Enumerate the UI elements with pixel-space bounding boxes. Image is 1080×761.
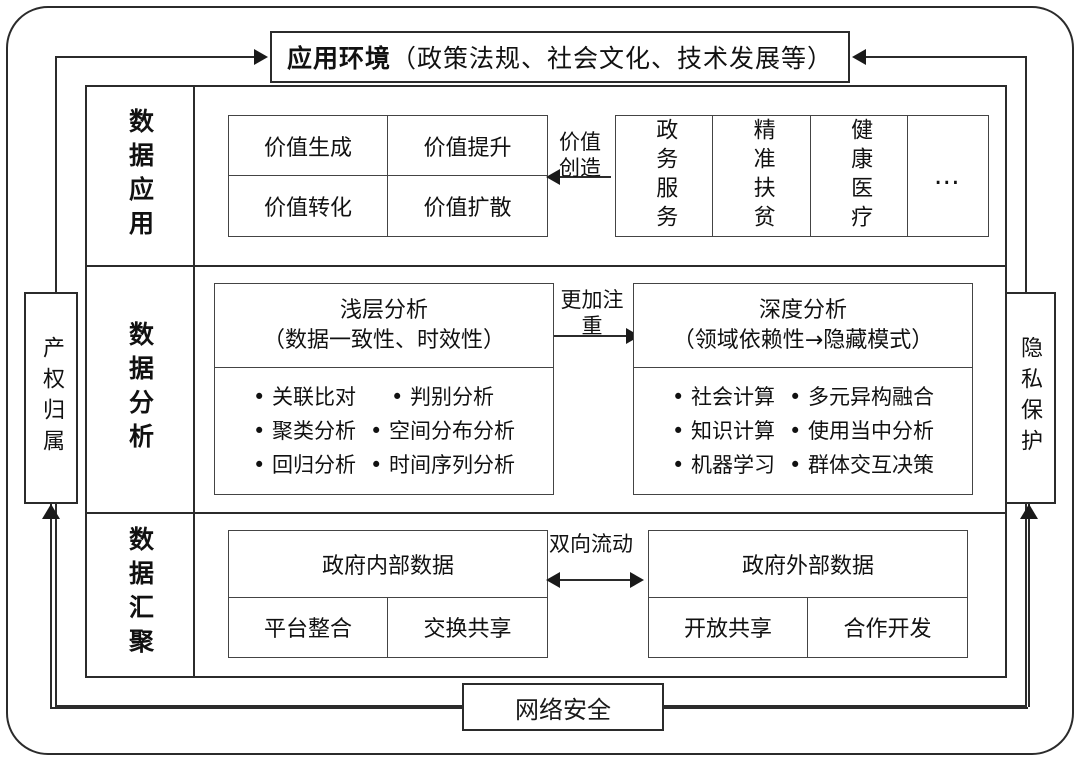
property-rights-bottom-line (50, 504, 52, 707)
deep-analysis-title: 深度分析 (758, 297, 847, 323)
external-subcell-cooperative-development: 合作开发 (843, 617, 932, 643)
shallow-analysis-items: • 关联比对 • 聚类分析 • 回归分析 • 判别分析 • 空间分布分析 • 时… (215, 368, 553, 494)
list-item: • 回归分析 (252, 453, 356, 477)
bottom-left-line (50, 707, 470, 709)
external-subcell-open-sharing: 开放共享 (649, 597, 808, 657)
application-domain-row: 政务服务 精准扶贫 健康医疗 … (615, 115, 989, 237)
emphasis-label: 更加注重 (560, 288, 624, 339)
deep-analysis-items: • 社会计算 • 知识计算 • 机器学习 • 多元异构融合 • 使用当中分析 •… (634, 368, 972, 494)
bottom-right-line (656, 707, 1028, 709)
bidirectional-flow-label: 双向流动 (549, 532, 633, 556)
deep-analysis-header: 深度分析 （领域依赖性→隐藏模式） (634, 284, 972, 368)
bidirectional-flow-line (550, 579, 632, 581)
shallow-analysis-box: 浅层分析 （数据一致性、时效性） • 关联比对 • 聚类分析 • 回归分析 • … (214, 283, 554, 495)
property-rights-box: 产权归属 (24, 292, 78, 504)
value-cell-generation: 价值生成 (229, 116, 388, 176)
property-rights-up-arrowhead (42, 504, 60, 519)
left-to-banner-line (56, 56, 256, 58)
internal-gov-data-title: 政府内部数据 (229, 531, 547, 598)
value-cell-transformation: 价值转化 (229, 176, 388, 236)
list-item: • 群体交互决策 (789, 453, 935, 477)
value-grid: 价值生成 价值提升 价值转化 价值扩散 (228, 115, 548, 237)
domain-cell-health-medical: 健康医疗 (811, 116, 909, 236)
left-to-banner-arrowhead (254, 49, 268, 65)
value-creation-label: 价值创造 (559, 130, 601, 181)
shallow-analysis-title: 浅层分析 (339, 297, 428, 323)
application-environment-label: 应用环境（政策法规、社会文化、技术发展等） (286, 44, 834, 73)
deep-items-right: • 多元异构融合 • 使用当中分析 • 群体交互决策 (789, 380, 934, 482)
privacy-up-arrowhead (1020, 504, 1038, 519)
row-label-data-analysis: 数据分析 (125, 320, 155, 457)
application-environment-banner: 应用环境（政策法规、社会文化、技术发展等） (270, 31, 850, 83)
bidirectional-flow-arrowhead-left (546, 572, 560, 588)
privacy-protection-box: 隐私保护 (1002, 292, 1056, 504)
right-to-banner-arrowhead (852, 49, 866, 65)
network-security-box: 网络安全 (462, 683, 664, 731)
right-to-banner-line (866, 56, 1026, 58)
value-creation-arrowhead (546, 169, 560, 185)
deep-items-left: • 社会计算 • 知识计算 • 机器学习 (672, 380, 775, 482)
list-item: • 社会计算 (671, 384, 775, 409)
list-item: • 使用当中分析 (789, 418, 935, 443)
list-item: • 知识计算 (671, 418, 775, 443)
row-label-data-application: 数据应用 (125, 108, 155, 244)
emphasis-line (554, 335, 628, 337)
value-creation-line (548, 176, 611, 178)
list-item: • 判别分析 (391, 384, 495, 409)
internal-gov-data-box: 政府内部数据 平台整合 交换共享 (228, 530, 548, 658)
content-frame: 数据应用 价值生成 价值提升 价值转化 价值扩散 价值创造 政务服务 精准扶贫 … (85, 85, 1007, 678)
privacy-protection-label: 隐私保护 (1017, 336, 1042, 460)
shallow-analysis-subtitle: （数据一致性、时效性） (262, 327, 505, 353)
internal-subcell-exchange-sharing: 交换共享 (423, 617, 512, 643)
bidirectional-flow-arrowhead-right (630, 572, 644, 588)
list-item: • 空间分布分析 (370, 418, 516, 443)
value-cell-enhancement: 价值提升 (388, 116, 547, 176)
domain-cell-government-service: 政务服务 (616, 116, 714, 236)
row-divider-2 (87, 512, 1005, 514)
domain-cell-targeted-poverty-alleviation: 精准扶贫 (713, 116, 811, 236)
shallow-items-left: • 关联比对 • 聚类分析 • 回归分析 (253, 380, 356, 482)
list-item: • 关联比对 (252, 384, 356, 409)
list-item: • 时间序列分析 (370, 453, 516, 477)
label-column-divider (193, 87, 195, 676)
deep-analysis-subtitle: （领域依赖性→隐藏模式） (672, 327, 934, 353)
row-label-data-aggregation: 数据汇聚 (125, 526, 155, 662)
shallow-analysis-header: 浅层分析 （数据一致性、时效性） (215, 284, 553, 368)
privacy-bottom-line (1028, 504, 1030, 707)
deep-analysis-box: 深度分析 （领域依赖性→隐藏模式） • 社会计算 • 知识计算 • 机器学习 •… (633, 283, 973, 495)
network-security-label: 网络安全 (515, 695, 611, 724)
external-gov-data-title: 政府外部数据 (649, 531, 967, 598)
shallow-items-right: • 判别分析 • 空间分布分析 • 时间序列分析 (370, 380, 515, 482)
external-gov-data-box: 政府外部数据 开放共享 合作开发 (648, 530, 968, 658)
list-item: • 多元异构融合 (789, 384, 935, 409)
domain-cell-ellipsis: … (933, 161, 963, 191)
outer-rounded-frame (6, 6, 1074, 755)
property-rights-label: 产权归属 (39, 336, 64, 460)
list-item: • 机器学习 (671, 453, 775, 477)
row-divider-1 (87, 265, 1005, 267)
list-item: • 聚类分析 (252, 418, 356, 443)
value-cell-diffusion: 价值扩散 (423, 196, 512, 221)
internal-subcell-platform-integration: 平台整合 (229, 597, 388, 657)
